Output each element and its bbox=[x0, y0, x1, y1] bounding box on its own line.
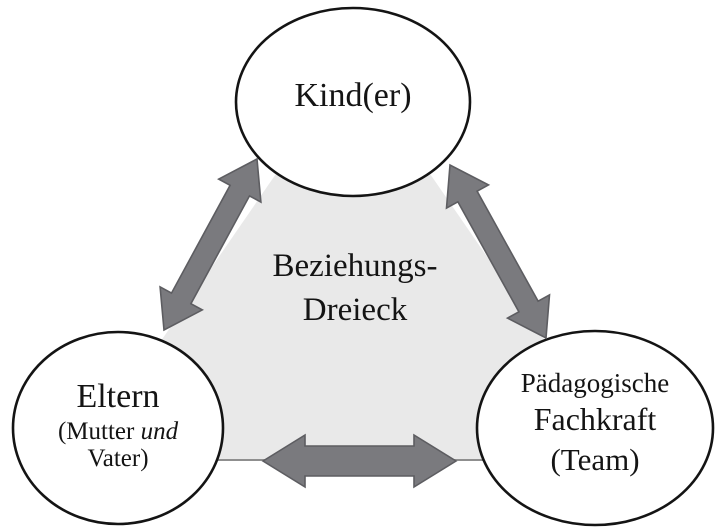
triangle-title-line2: Dreieck bbox=[302, 292, 408, 328]
node-parents-circle bbox=[11, 330, 225, 526]
node-parents-subtitle-line1: (Mutter und bbox=[8, 418, 228, 445]
triangle-title-line1: Beziehungs- bbox=[272, 248, 438, 284]
node-parents-subtitle-prefix: (Mutter bbox=[57, 418, 135, 445]
arrow-children-parents bbox=[159, 157, 262, 332]
node-parents-subtitle-italic: und bbox=[140, 418, 179, 445]
relationship-triangle-shape bbox=[79, 62, 627, 460]
node-professional-line2: Fachkraft bbox=[533, 401, 657, 437]
node-children-label: Kind(er) bbox=[294, 77, 412, 114]
node-parents-subtitle-line2: Vater) bbox=[87, 445, 149, 472]
node-parents-title: Eltern bbox=[76, 378, 160, 415]
node-parents-label: Eltern (Mutter und Vater) bbox=[8, 376, 228, 472]
node-professional-line1: Pädagogische bbox=[520, 368, 670, 398]
node-professional-label: Pädagogische Fachkraft (Team) bbox=[475, 367, 715, 480]
arrow-parents-professional bbox=[261, 433, 458, 489]
node-professional-line3: (Team) bbox=[550, 442, 640, 477]
arrow-children-professional bbox=[445, 163, 551, 340]
triangle-title: Beziehungs- Dreieck bbox=[205, 244, 505, 332]
node-professional-circle bbox=[475, 329, 715, 527]
node-children-circle bbox=[234, 6, 472, 198]
